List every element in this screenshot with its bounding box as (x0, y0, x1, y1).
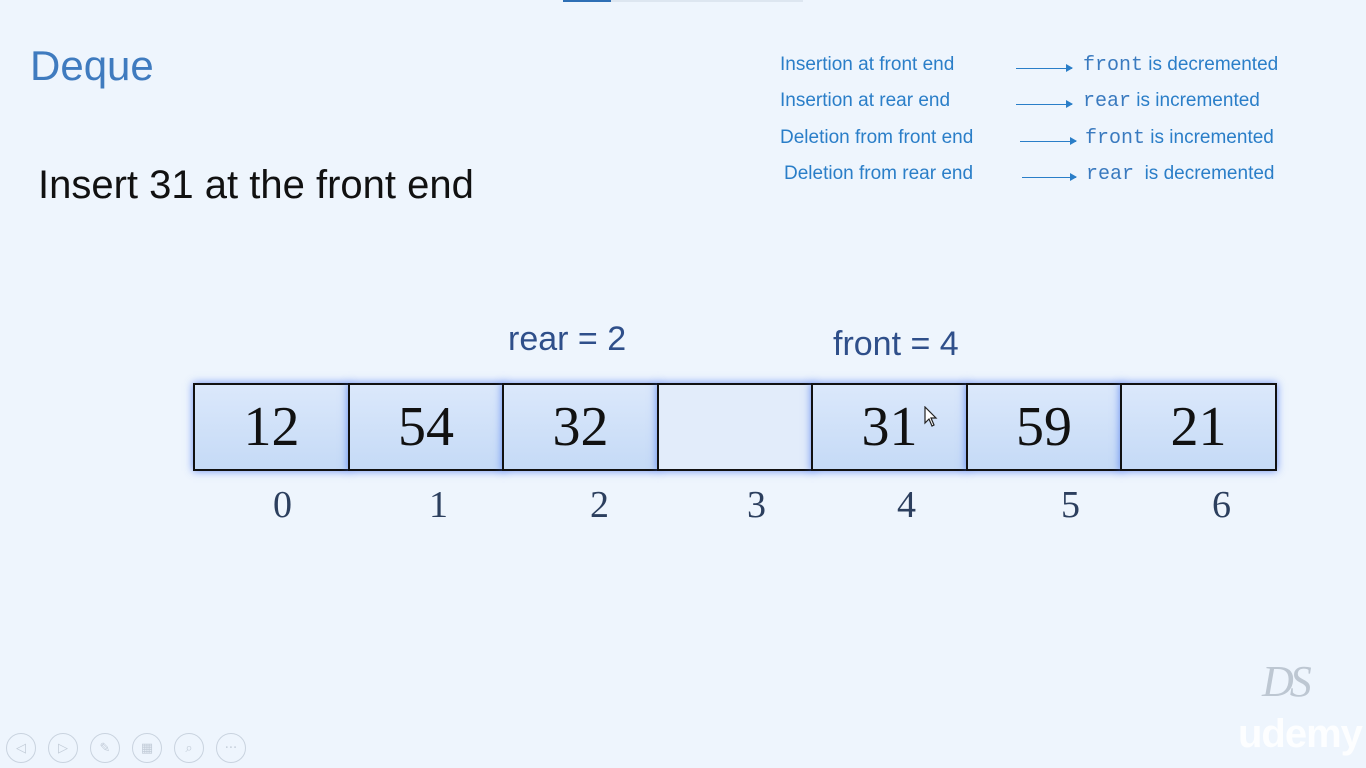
ds-logo-watermark: DS (1262, 657, 1312, 706)
array-index: 0 (273, 484, 292, 526)
arrow-icon (1016, 100, 1073, 108)
array-index: 1 (429, 484, 448, 526)
arrow-icon (1016, 64, 1073, 72)
deque-array: 12 54 32 31 59 21 (193, 383, 1277, 471)
array-index: 2 (590, 484, 609, 526)
array-cell: 21 (1120, 383, 1277, 471)
legend-row-delete-front: Deletion from front end front is increme… (780, 127, 1340, 157)
array-cell: 32 (502, 383, 659, 471)
legend-row-delete-rear: Deletion from rear end rear is decrement… (780, 163, 1340, 193)
arrow-icon (1022, 173, 1077, 181)
prev-icon[interactable]: ◁ (6, 733, 36, 763)
legend-row-insert-front: Insertion at front end front is decremen… (780, 54, 1340, 84)
arrow-icon (1020, 137, 1077, 145)
array-index: 5 (1061, 484, 1080, 526)
slide-subtitle: Insert 31 at the front end (38, 163, 474, 207)
legend-result: front is incremented (1085, 127, 1274, 150)
legend-result: rear is decremented (1086, 163, 1275, 186)
slide-progress-active (563, 0, 611, 2)
array-cell: 59 (965, 383, 1123, 471)
pen-icon[interactable]: ✎ (90, 733, 120, 763)
legend-result: rear is incremented (1083, 90, 1260, 113)
slides-icon[interactable]: ▦ (132, 733, 162, 763)
front-pointer-label: front = 4 (833, 325, 959, 363)
next-icon[interactable]: ▷ (48, 733, 78, 763)
legend-result: front is decremented (1083, 54, 1279, 77)
zoom-icon[interactable]: ⌕ (174, 733, 204, 763)
legend-row-insert-rear: Insertion at rear end rear is incremente… (780, 90, 1340, 120)
array-index: 6 (1212, 484, 1231, 526)
array-cell: 12 (193, 383, 350, 471)
legend-label: Deletion from rear end (784, 163, 974, 184)
array-cell: 31 (811, 383, 968, 471)
array-cell: 54 (347, 383, 505, 471)
array-cell-empty (656, 383, 814, 471)
legend-label: Deletion from front end (780, 127, 974, 148)
array-index: 4 (897, 484, 916, 526)
legend-label: Insertion at rear end (780, 90, 951, 111)
slideshow-controls: ◁ ▷ ✎ ▦ ⌕ ··· (6, 733, 258, 763)
array-index: 3 (747, 484, 766, 526)
more-icon[interactable]: ··· (216, 733, 246, 763)
slide-progress-bar (563, 0, 803, 2)
rear-pointer-label: rear = 2 (508, 320, 627, 358)
udemy-watermark: udemy (1238, 712, 1363, 756)
legend-label: Insertion at front end (780, 54, 955, 75)
slide-title: Deque (30, 42, 154, 89)
